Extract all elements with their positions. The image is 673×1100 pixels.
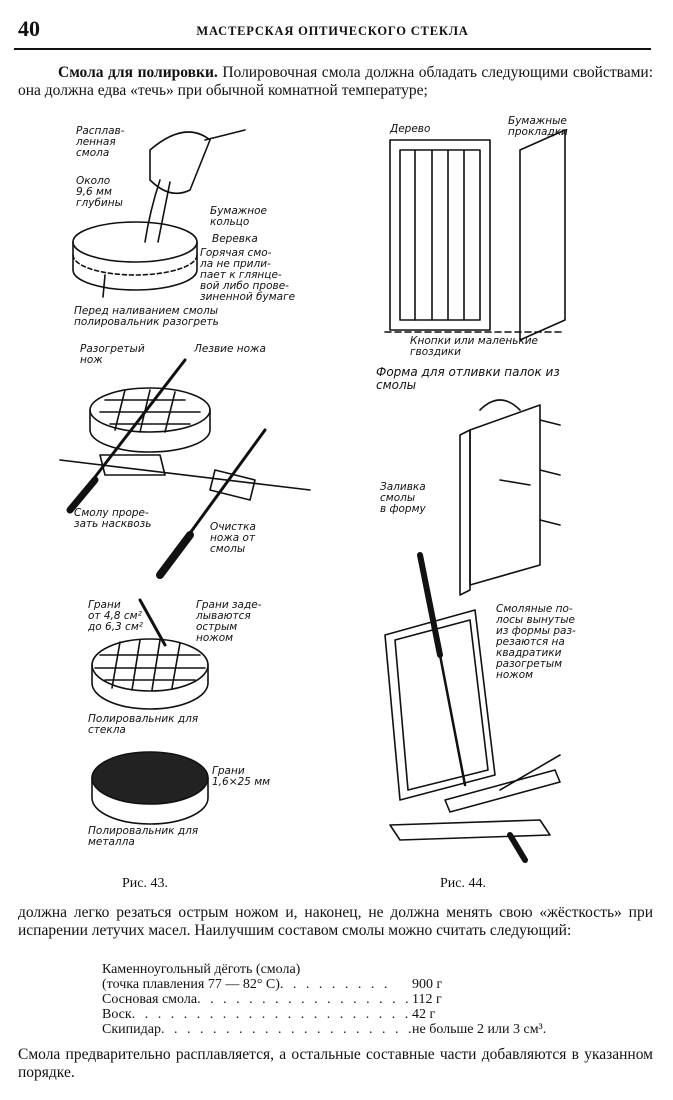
label-hot-resin: Горячая смо- ла не прили- пает к глянце-… (200, 247, 296, 303)
recipe-list: Каменноугольный дёготь (смола) (точка пл… (102, 962, 562, 1037)
fig43-facet-polisher (91, 598, 209, 710)
recipe-item-name: Каменноугольный дёготь (смола) (102, 962, 301, 977)
label-facets-metal: Грани 1,6×25 мм (212, 765, 271, 788)
recipe-item-name: Сосновая смола (102, 992, 198, 1007)
recipe-item-qty: 42 г (412, 1007, 436, 1022)
recipe-row: Воск . . . . . . . . . . . . . . . . . .… (102, 1007, 562, 1022)
recipe-row: Каменноугольный дёготь (смола) (102, 962, 562, 977)
recipe-row: (точка плавления 77 — 82° С) . . . . . .… (102, 977, 562, 992)
label-wood: Дерево (390, 123, 431, 135)
section-heading: Смола для полировки. (58, 64, 218, 81)
fig43-caption: Рис. 43. (122, 876, 168, 891)
illustrations (59, 129, 566, 863)
recipe-item-name: Воск (102, 1007, 132, 1022)
intro-text: Полировочная смола должна обладать следу… (18, 64, 654, 99)
label-paper-spacers: Бумажные прокладки (508, 115, 568, 138)
figures-area: Расплав- ленная смола Около 9,6 мм глуби… (0, 110, 673, 891)
label-depth: Около 9,6 мм глубины (76, 175, 123, 209)
fig43-cutting-illustration (59, 358, 311, 579)
recipe-row: Сосновая смола . . . . . . . . . . . . .… (102, 992, 562, 1007)
label-facets-sealed: Грани заде- лываются острым ножом (196, 599, 262, 644)
label-mold-title: Форма для отливки палок из смолы (376, 365, 560, 392)
running-title: МАСТЕРСКАЯ ОПТИЧЕСКОГО СТЕКЛА (196, 24, 469, 38)
label-pins: Кнопки или маленькие гвоздики (410, 335, 539, 358)
label-strips: Смоляные по- лосы вынутые из формы раз- … (496, 603, 576, 681)
label-polisher-glass: Полировальник для стекла (88, 713, 199, 736)
fig44-caption: Рис. 44. (440, 876, 486, 891)
intro-paragraph: Смола для полировки. Полировочная смола … (18, 64, 653, 100)
label-polisher-metal: Полировальник для металла (88, 825, 199, 848)
fig43-metal-polisher (91, 751, 209, 825)
label-cut-through: Смолу проре- зать насквозь (74, 507, 152, 530)
fig44-pouring-illustration (459, 399, 561, 596)
recipe-item-name: (точка плавления 77 — 82° С) (102, 977, 280, 992)
label-warm-before: Перед наливанием смолы полировальник раз… (74, 305, 219, 328)
recipe-item-qty: 900 г (412, 977, 443, 992)
label-string: Веревка (212, 233, 258, 245)
label-facets-size: Грани от 4,8 см² до 6,3 см² (88, 599, 143, 633)
label-pouring: Заливка смолы в форму (380, 481, 426, 515)
fig44-cutting-illustration (384, 552, 561, 863)
label-heated-knife: Разогретый нож (80, 343, 145, 366)
recipe-item-name: Скипидар (102, 1022, 161, 1037)
recipe-item-qty: 112 г (412, 992, 442, 1007)
label-clean-knife: Очистка ножа от смолы (210, 521, 256, 555)
fig43-pouring-illustration (72, 129, 246, 298)
recipe-item-qty: не больше 2 или 3 см³. (412, 1022, 547, 1037)
recipe-row: Скипидар . . . . . . . . . . . . . . . .… (102, 1022, 562, 1037)
label-paper-ring: Бумажное кольцо (210, 205, 267, 228)
label-blade: Лезвие ножа (194, 343, 266, 355)
page-header: 40 МАСТЕРСКАЯ ОПТИЧЕСКОГО СТЕКЛА (14, 14, 651, 50)
label-melted-resin: Расплав- ленная смола (76, 125, 125, 159)
paragraph-properties: должна легко резаться острым ножом и, на… (18, 904, 653, 939)
paragraph-procedure: Смола предварительно расплавляется, а ос… (18, 1046, 653, 1081)
page-number: 40 (18, 16, 40, 41)
fig44-mold-illustration (384, 129, 566, 341)
